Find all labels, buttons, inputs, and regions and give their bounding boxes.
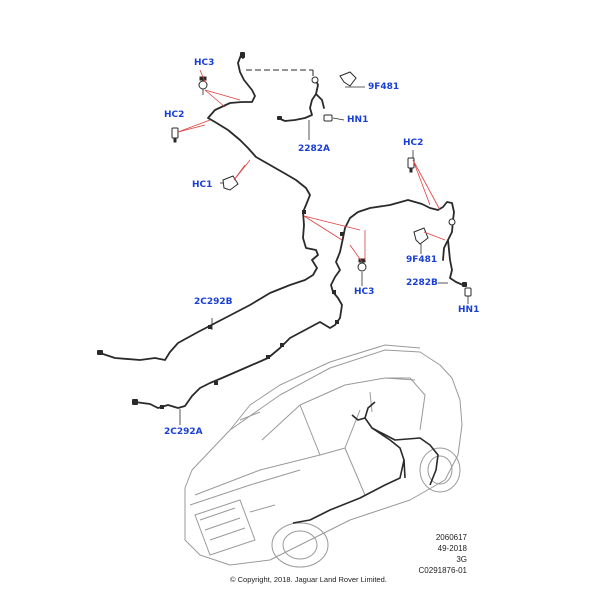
brake-pipe-assembly: [99, 54, 464, 409]
fittings: [171, 71, 472, 297]
label-2c292a: 2C292A: [164, 427, 203, 437]
label-2c292b: 2C292B: [194, 297, 233, 307]
label-hn1-right: HN1: [458, 305, 480, 315]
reference-line-3: 3G: [456, 555, 467, 564]
label-9f481-right: 9F481: [406, 255, 438, 265]
label-hn1-top: HN1: [347, 115, 369, 125]
label-hc3-mid: HC3: [354, 287, 375, 297]
label-hc2-left: HC2: [164, 110, 185, 120]
reference-line-4: C0291876-01: [418, 566, 467, 575]
label-leaders: [179, 86, 469, 425]
copyright-text: © Copyright, 2018. Jaguar Land Rover Lim…: [230, 575, 387, 584]
pipe-clips: [97, 52, 467, 409]
vehicle-outline: [184, 344, 463, 568]
vehicle-brake-pipes: [292, 401, 439, 524]
label-2282a: 2282A: [298, 144, 331, 154]
reference-block: 2060617 49-2018 3G C0291876-01: [419, 532, 467, 576]
leader-lines: [177, 69, 446, 263]
label-hc3-top: HC3: [194, 58, 215, 68]
reference-line-2: 49-2018: [437, 544, 467, 553]
label-9f481-top: 9F481: [368, 82, 400, 92]
label-hc1: HC1: [192, 180, 213, 190]
reference-line-1: 2060617: [435, 533, 467, 542]
label-2282b: 2282B: [406, 278, 438, 288]
label-hc2-right: HC2: [403, 138, 424, 148]
dashed-link-line: [246, 69, 314, 76]
